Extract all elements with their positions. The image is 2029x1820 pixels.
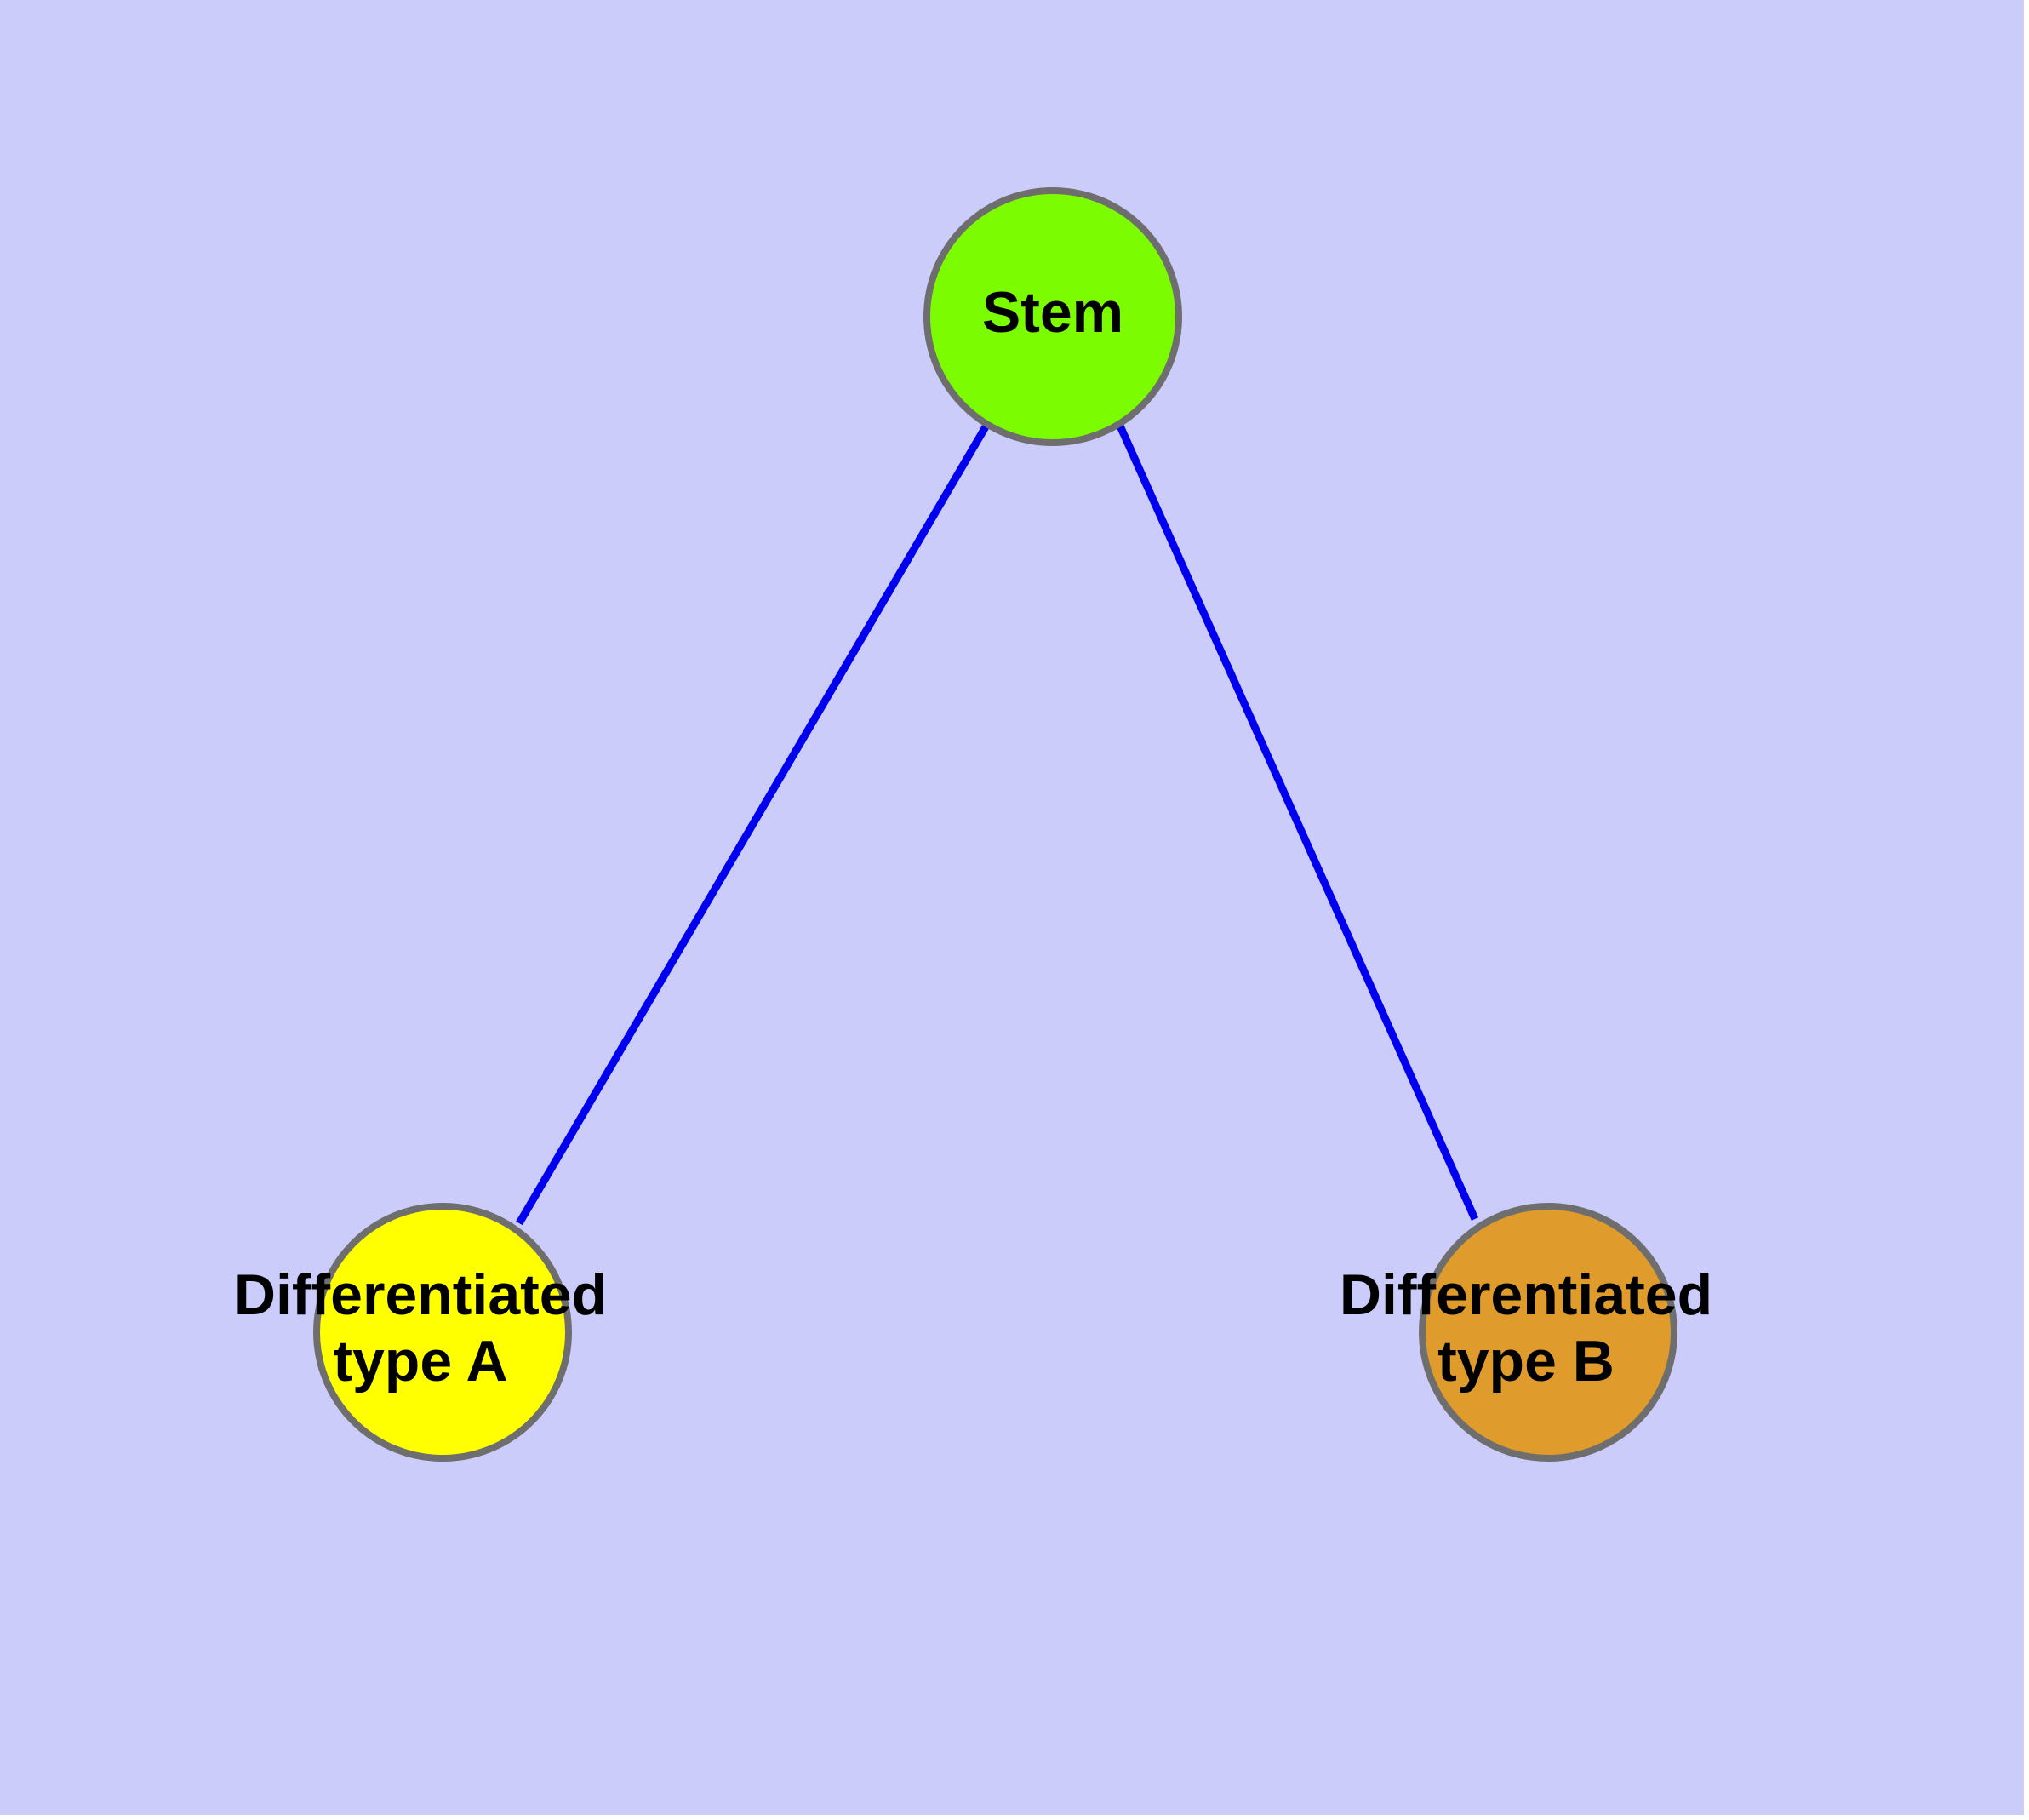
node-label-line: type A [333, 1329, 507, 1394]
node-differentiated-type-b-circle[interactable] [1419, 1203, 1677, 1462]
node-differentiated-type-a[interactable] [313, 1203, 572, 1462]
node-stem-label: Stem [982, 280, 1123, 345]
node-label-line: Stem [982, 280, 1123, 345]
node-stem[interactable] [923, 187, 1182, 446]
node-label-line: Differentiated [234, 1262, 607, 1327]
edge-stem-to-differentiated-type-a[interactable] [516, 421, 991, 1226]
node-label-line: type B [1437, 1329, 1615, 1394]
edge-stem-to-differentiated-type-b[interactable] [1115, 422, 1479, 1221]
node-label-line: Differentiated [1340, 1262, 1712, 1327]
nodes-layer [313, 187, 1677, 1462]
node-differentiated-type-b[interactable] [1419, 1203, 1677, 1462]
edges-layer [516, 421, 1479, 1226]
node-differentiated-type-a-circle[interactable] [313, 1203, 572, 1462]
node-stem-circle[interactable] [923, 187, 1182, 446]
